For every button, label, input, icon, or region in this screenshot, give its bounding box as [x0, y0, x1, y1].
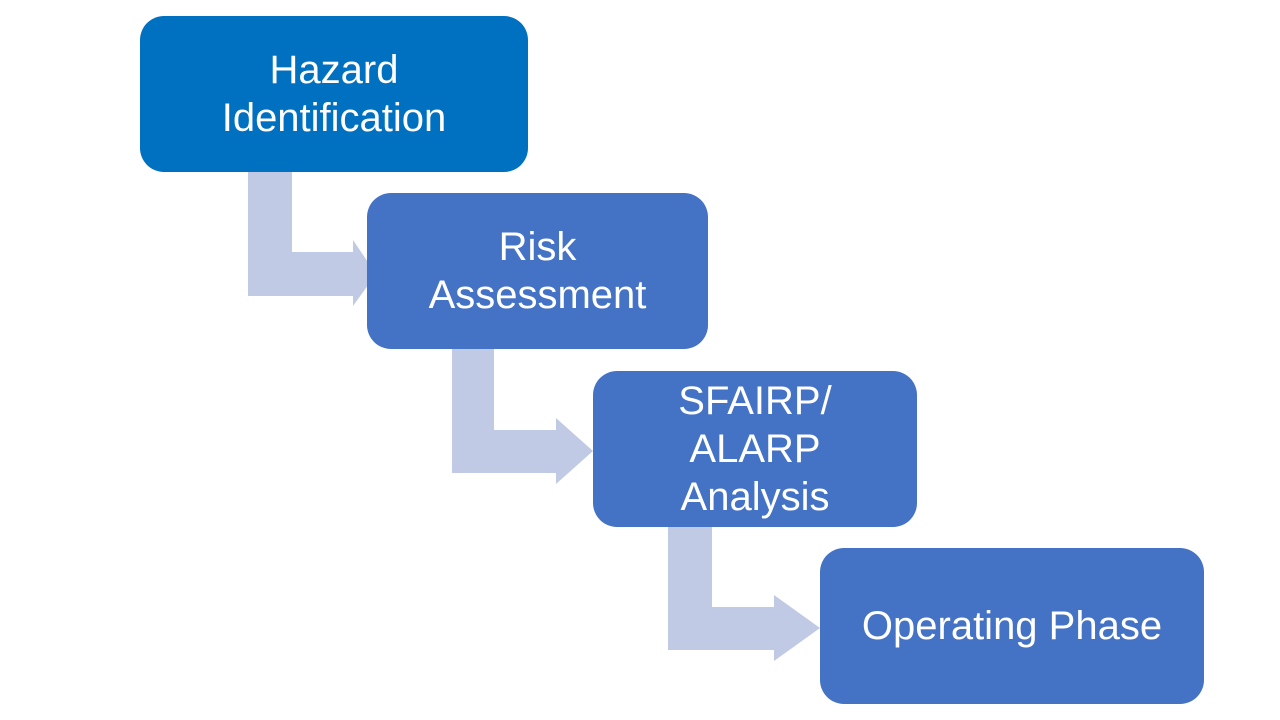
step-label: Risk Assessment — [428, 225, 647, 317]
step-label: Operating Phase — [861, 604, 1163, 648]
step-operating-phase: Operating Phase — [820, 548, 1204, 704]
step-sfairp-alarp-analysis: SFAIRP/ ALARP Analysis — [593, 371, 917, 527]
bent-arrow-2-to-3 — [452, 349, 593, 484]
step-hazard-identification: Hazard Identification — [140, 16, 528, 172]
step-label: Hazard Identification — [221, 48, 447, 140]
bent-arrow-1-to-2 — [248, 172, 376, 306]
step-label: SFAIRP/ ALARP Analysis — [678, 379, 832, 519]
bent-arrow-3-to-4 — [668, 527, 820, 661]
step-risk-assessment: Risk Assessment — [367, 193, 708, 349]
